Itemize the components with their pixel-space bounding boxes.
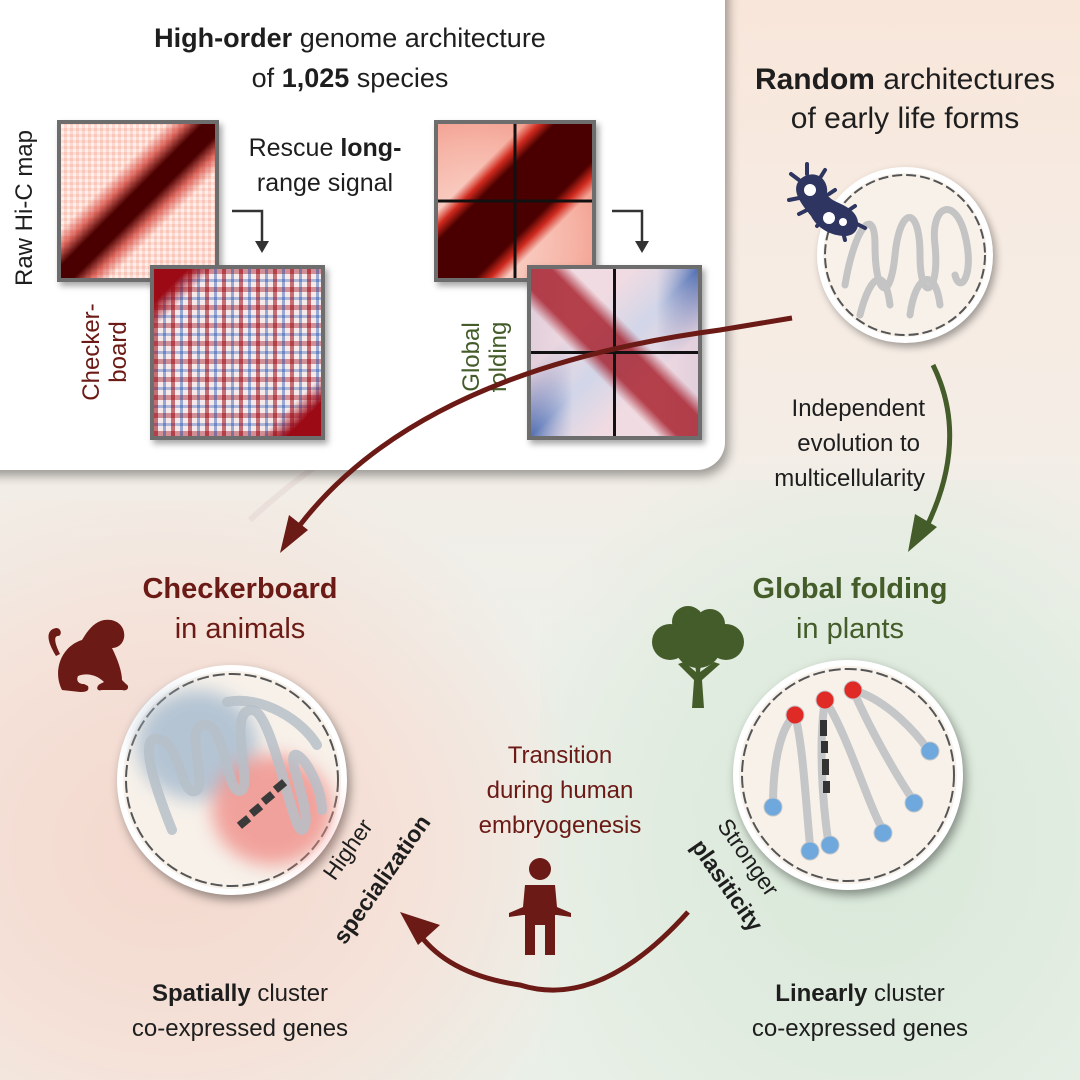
centromere-dot: [800, 841, 820, 861]
early-life-title-line2: of early life forms: [790, 102, 1020, 135]
panel-title-rest: genome architecture: [299, 23, 546, 53]
human-icon: [509, 858, 571, 955]
early-life-nucleus: [817, 167, 993, 343]
animals-footer: Spatially cluster: [80, 980, 400, 1009]
animals-footer-rest: cluster: [257, 980, 329, 1007]
panel-title-bold: High-order: [154, 23, 293, 53]
monkey-icon: [48, 619, 129, 692]
raw-hic-map-animal: [57, 120, 219, 282]
species-count: 1,025: [281, 63, 350, 93]
panel-title: High-order genome architecture: [80, 22, 620, 54]
plants-footer-line2: co-expressed genes: [751, 1015, 969, 1042]
panel-subtitle-pre: of: [251, 63, 275, 93]
plants-title: Global folding: [752, 573, 948, 605]
telomere-dot: [785, 705, 805, 725]
early-life-title: Random architectures: [730, 62, 1080, 98]
rescue-pre: Rescue: [248, 134, 334, 162]
centromere-dot: [820, 835, 840, 855]
rescue-text-line2: range signal: [256, 169, 394, 197]
bacteria-icon: [787, 162, 867, 242]
animals-title: Checkerboard: [142, 573, 338, 605]
plants-footer-rest: cluster: [874, 980, 945, 1007]
transition-line3: embryogenesis: [478, 812, 642, 839]
rescue-bold: long-: [340, 134, 402, 162]
centromere-dot: [763, 797, 783, 817]
panel-subtitle: of 1,025 species: [80, 62, 620, 94]
early-life-title-rest: architectures: [883, 63, 1056, 96]
plants-footer-bold: Linearly: [775, 980, 868, 1007]
checkerboard-hic-map: [150, 265, 325, 440]
plants-footer: Linearly cluster: [700, 980, 1020, 1009]
telomere-dot: [843, 680, 863, 700]
telomere-dot: [815, 690, 835, 710]
plants-subtitle: in plants: [795, 613, 904, 645]
centromere-dot: [873, 823, 893, 843]
animals-footer-line2: co-expressed genes: [131, 1015, 349, 1042]
evolution-line1: Independent: [791, 395, 925, 422]
animals-footer-bold: Spatially: [151, 980, 251, 1007]
transition-line2: during human: [486, 777, 634, 804]
tree-icon: [652, 606, 744, 708]
panel-subtitle-post: species: [356, 63, 449, 93]
evolution-line2: evolution to: [797, 430, 920, 457]
rescue-arrow-plant: [612, 209, 649, 253]
centromere-dot: [904, 793, 924, 813]
animals-subtitle: in animals: [174, 613, 306, 645]
evolution-line3: multicellularity: [774, 465, 925, 492]
rescue-text-line1: Rescue long-: [225, 133, 425, 163]
plant-nucleus: [733, 660, 963, 890]
global-folding-hic-map: [527, 265, 702, 440]
raw-hic-map-plant: [434, 120, 596, 282]
rescue-arrow-animal: [232, 209, 269, 253]
centromere-dot: [920, 741, 940, 761]
transition-line1: Transition: [507, 742, 613, 769]
animal-nucleus: [117, 665, 347, 895]
early-life-title-bold: Random: [754, 63, 875, 96]
